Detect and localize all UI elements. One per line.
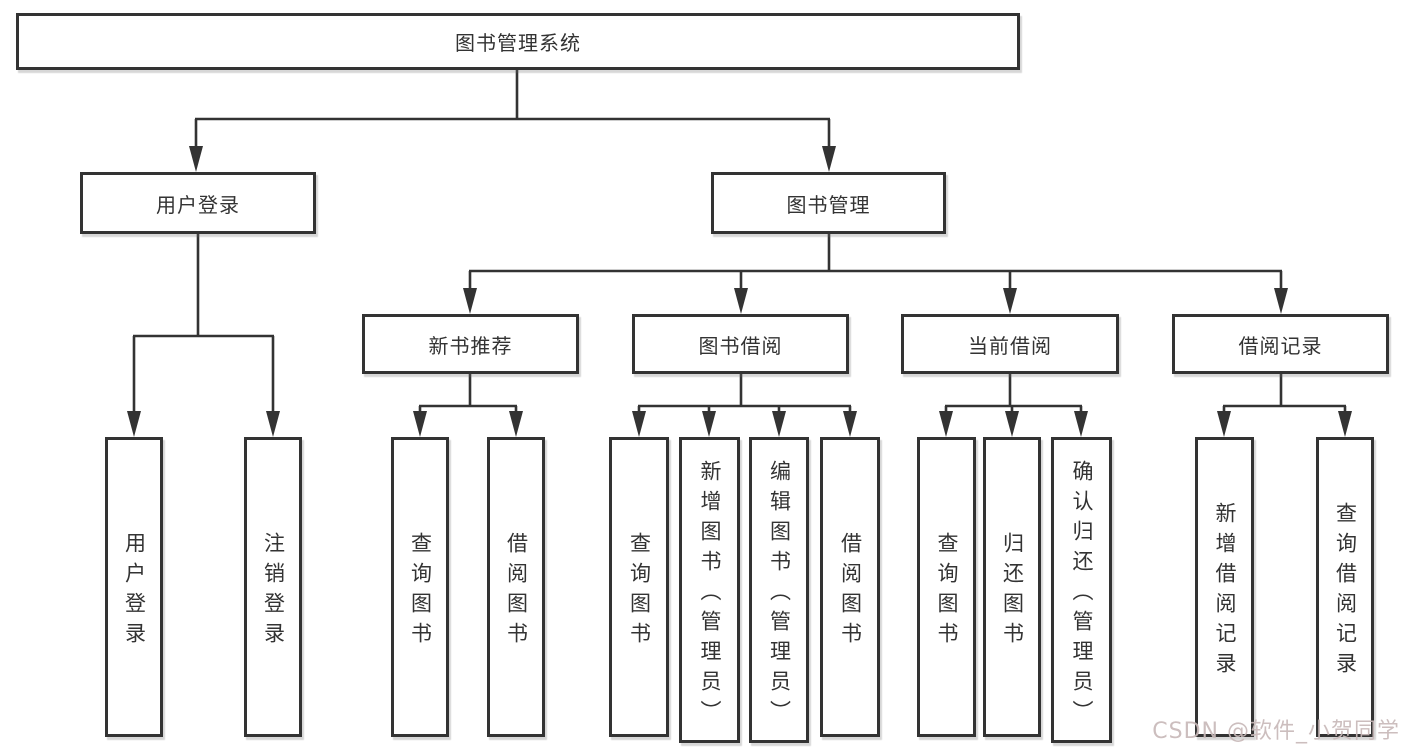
node-label: 借阅记录 (1238, 333, 1323, 358)
node-label: 新书推荐 (428, 333, 513, 358)
node-label: 用户登录 (156, 192, 240, 217)
node-user-login: 用户登录 (80, 172, 316, 234)
leaf-add-book-admin: 新增图书（管理员） (679, 437, 740, 743)
leaf-logout: 注销登录 (244, 437, 302, 737)
node-borrow-records: 借阅记录 (1172, 314, 1389, 374)
leaf-borrow-books-borrow: 借阅图书 (820, 437, 880, 737)
node-book-management: 图书管理 (711, 172, 946, 234)
leaf-query-books-recommend: 查询图书 (391, 437, 449, 737)
leaf-label: 查询图书 (408, 531, 433, 652)
node-label: 图书管理系统 (455, 31, 581, 55)
node-book-borrow: 图书借阅 (632, 314, 849, 374)
leaf-label: 用户登录 (122, 531, 147, 652)
leaf-edit-book-admin: 编辑图书（管理员） (749, 437, 809, 743)
leaf-query-books-current: 查询图书 (917, 437, 976, 737)
leaf-label: 新增借阅记录 (1213, 501, 1237, 682)
leaf-user-login: 用户登录 (105, 437, 163, 737)
leaf-query-borrow-record: 查询借阅记录 (1316, 437, 1374, 737)
leaf-label: 归还图书 (1000, 531, 1025, 652)
leaf-label: 查询借阅记录 (1333, 501, 1358, 682)
leaf-return-book: 归还图书 (983, 437, 1041, 737)
leaf-borrow-books-recommend: 借阅图书 (487, 437, 545, 737)
leaf-label: 编辑图书（管理员） (767, 459, 792, 730)
node-label: 当前借阅 (968, 333, 1052, 358)
node-new-book-recommend: 新书推荐 (362, 314, 579, 374)
node-current-borrow: 当前借阅 (901, 314, 1119, 374)
leaf-confirm-return-admin: 确认归还（管理员） (1051, 437, 1112, 743)
node-label: 图书管理 (786, 192, 871, 217)
leaf-label: 查询图书 (627, 531, 652, 652)
watermark: CSDN @软件_小贺同学 (1152, 719, 1400, 744)
leaf-label: 确认归还（管理员） (1070, 459, 1094, 730)
leaf-label: 借阅图书 (504, 531, 529, 652)
node-label: 图书借阅 (698, 333, 783, 358)
node-library-system: 图书管理系统 (16, 13, 1020, 70)
leaf-add-borrow-record: 新增借阅记录 (1195, 437, 1254, 737)
leaf-label: 新增图书（管理员） (698, 459, 722, 730)
leaf-query-books-borrow: 查询图书 (609, 437, 669, 737)
leaf-label: 借阅图书 (838, 531, 863, 652)
leaf-label: 注销登录 (261, 531, 286, 652)
leaf-label: 查询图书 (935, 531, 959, 652)
